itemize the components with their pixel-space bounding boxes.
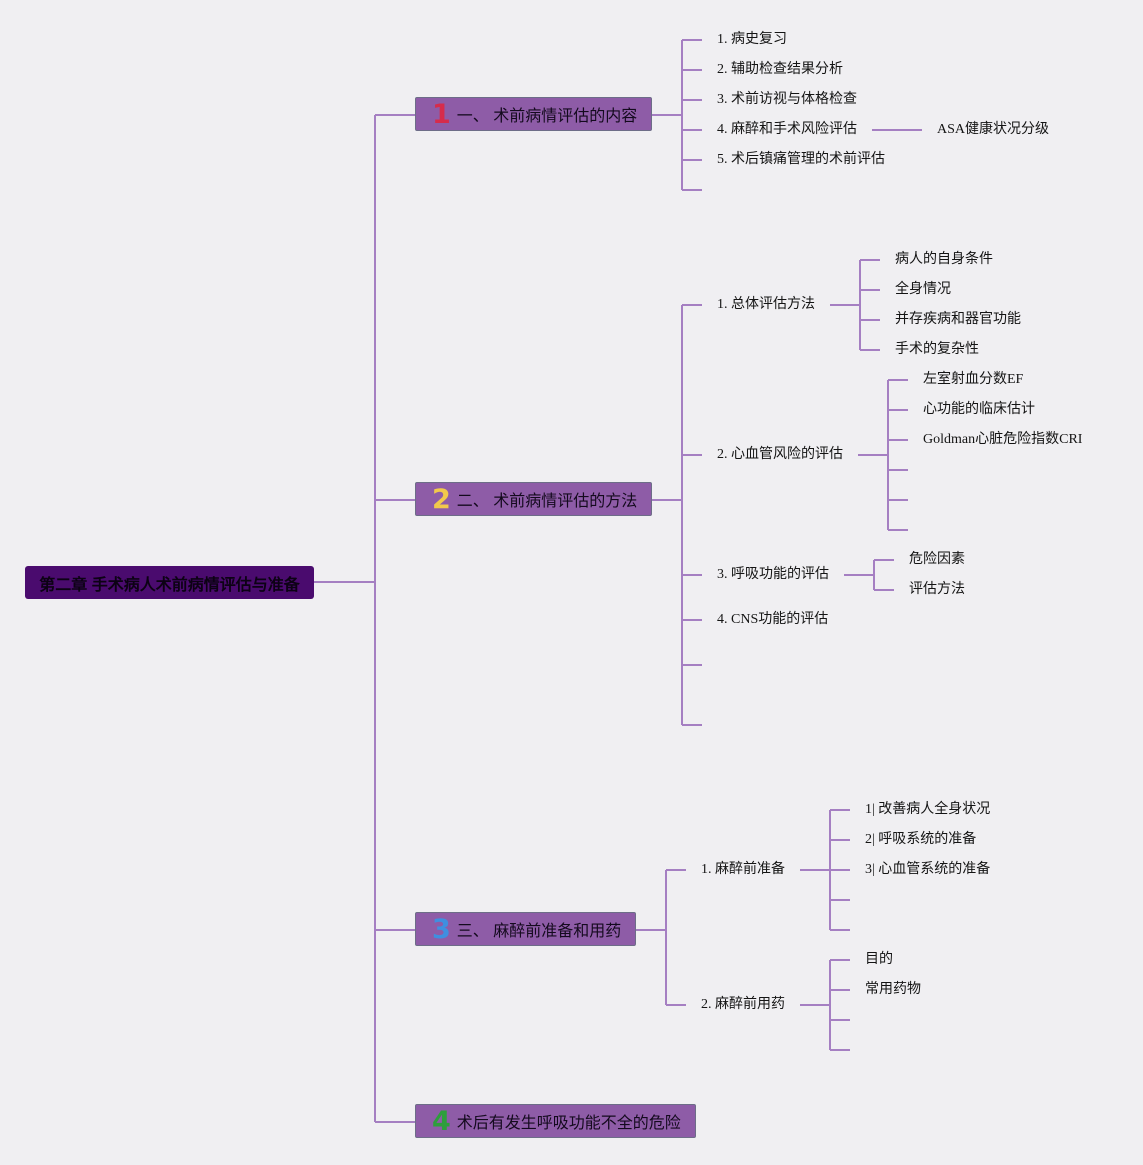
t2-b1-item-4[interactable]: 手术的复杂性 [895, 342, 979, 357]
t1-item-3[interactable]: 3. 术前访视与体格检查 [717, 92, 857, 107]
t3-b2-item-1[interactable]: 目的 [865, 952, 893, 967]
t2-branch-1[interactable]: 1. 总体评估方法 [717, 297, 815, 312]
t3-b1-item-2[interactable]: 2| 呼吸系统的准备 [865, 832, 977, 847]
connector-t1-branches [682, 39, 702, 191]
t1-item-1[interactable]: 1. 病史复习 [717, 32, 787, 47]
t1-item-4-sub[interactable]: ASA健康状况分级 [937, 122, 1050, 137]
connector-t2-branches [682, 304, 702, 726]
number-3-icon: 3 [432, 913, 451, 945]
t3-branch-1[interactable]: 1. 麻醉前准备 [701, 862, 785, 877]
topic-2[interactable]: 2 二、 术前病情评估的方法 [415, 482, 652, 516]
number-4-icon: 4 [432, 1105, 451, 1137]
t2-b2-item-2[interactable]: 心功能的临床估计 [923, 402, 1035, 417]
t1-item-5[interactable]: 5. 术后镇痛管理的术前评估 [717, 152, 885, 167]
connector-t2-b1 [830, 259, 880, 351]
t2-b1-item-2[interactable]: 全身情况 [895, 282, 951, 297]
root-node[interactable]: 第二章 手术病人术前病情评估与准备 [25, 566, 314, 599]
t1-item-2[interactable]: 2. 辅助检查结果分析 [717, 62, 843, 77]
t2-b3-item-2[interactable]: 评估方法 [909, 582, 965, 597]
t2-b1-item-3[interactable]: 并存疾病和器官功能 [895, 312, 1021, 327]
t2-branch-4[interactable]: 4. CNS功能的评估 [717, 612, 829, 627]
connector-t2-b2 [858, 379, 908, 531]
topic-1-label: 一、 术前病情评估的内容 [456, 108, 638, 125]
connector-t3-b1 [800, 809, 850, 931]
number-1-icon: 1 [432, 98, 451, 130]
number-2-icon: 2 [432, 483, 451, 515]
topic-4[interactable]: 4 术后有发生呼吸功能不全的危险 [415, 1104, 696, 1138]
t3-b1-item-3[interactable]: 3| 心血管系统的准备 [865, 862, 991, 877]
topic-4-label: 术后有发生呼吸功能不全的危险 [456, 1115, 681, 1132]
t3-branch-2[interactable]: 2. 麻醉前用药 [701, 997, 785, 1012]
topic-3[interactable]: 3 三、 麻醉前准备和用药 [415, 912, 636, 946]
t2-branch-3[interactable]: 3. 呼吸功能的评估 [717, 567, 829, 582]
connector-t2-b3 [844, 559, 894, 591]
topic-3-label: 三、 麻醉前准备和用药 [456, 923, 622, 940]
t2-b3-item-1[interactable]: 危险因素 [909, 552, 965, 567]
t1-item-4[interactable]: 4. 麻醉和手术风险评估 [717, 122, 857, 137]
t2-b1-item-1[interactable]: 病人的自身条件 [895, 252, 993, 267]
t3-b2-item-2[interactable]: 常用药物 [865, 982, 921, 997]
t3-b1-item-1[interactable]: 1| 改善病人全身状况 [865, 802, 991, 817]
topic-2-label: 二、 术前病情评估的方法 [456, 493, 638, 510]
topic-1[interactable]: 1 一、 术前病情评估的内容 [415, 97, 652, 131]
t2-b2-item-3[interactable]: Goldman心脏危险指数CRI [923, 432, 1083, 447]
connector-t3-branches [666, 869, 686, 1006]
t2-b2-item-1[interactable]: 左室射血分数EF [923, 372, 1024, 387]
t2-branch-2[interactable]: 2. 心血管风险的评估 [717, 447, 843, 462]
connector-t3-b2 [800, 959, 850, 1051]
